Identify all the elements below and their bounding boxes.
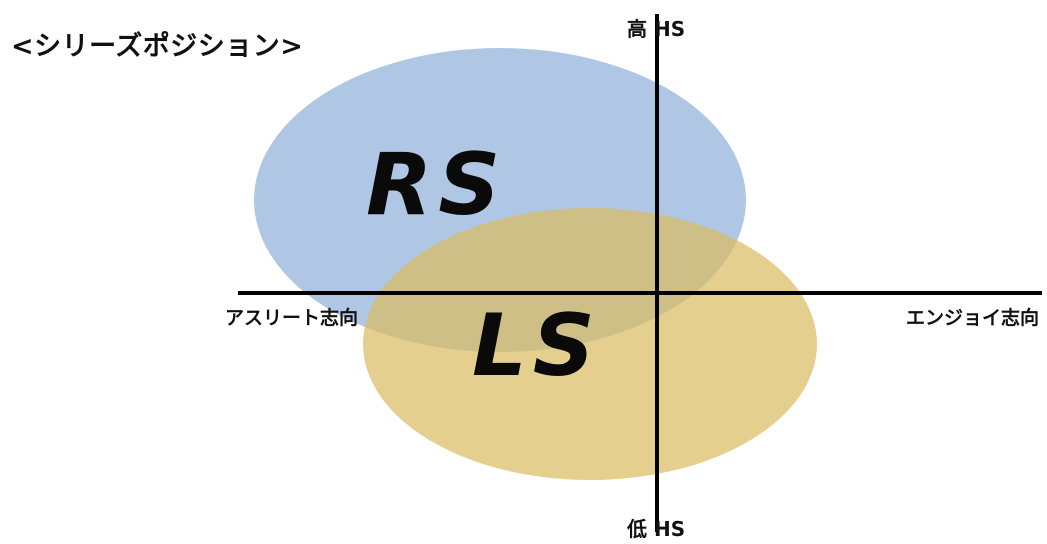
rs-logo-text: RS <box>366 135 506 235</box>
axis-label-high-hs: 高 HS <box>627 17 686 41</box>
ls-logo-text: LS <box>472 296 601 396</box>
page-title: <シリーズポジション> <box>11 31 304 62</box>
axis-label-low-hs: 低 HS <box>627 517 686 541</box>
axis-label-athlete: アスリート志向 <box>225 307 359 329</box>
axis-label-enjoy: エンジョイ志向 <box>905 307 1039 329</box>
ls-ellipse <box>363 208 817 480</box>
